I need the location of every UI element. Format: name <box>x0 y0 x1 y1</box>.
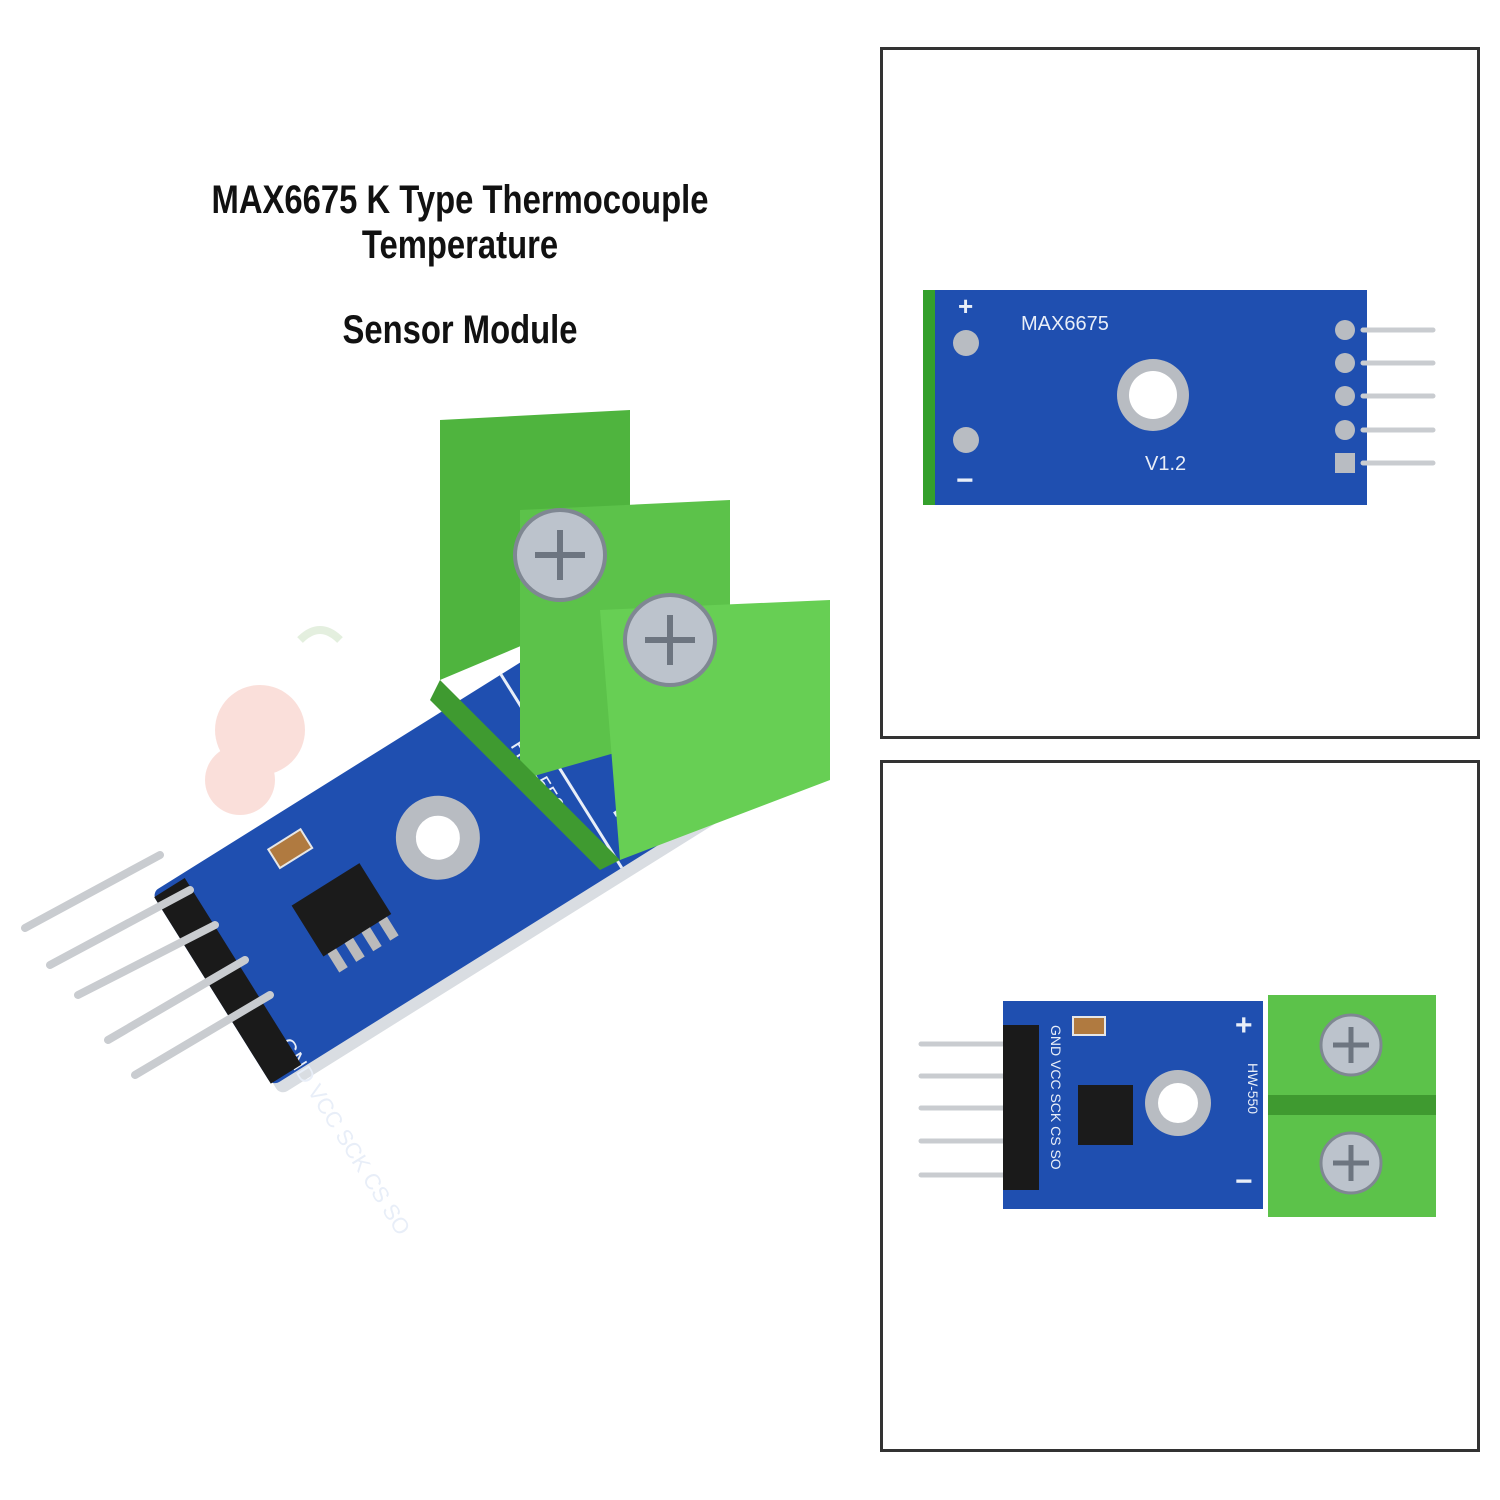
top-pcb-label: HW-550 <box>1245 1063 1261 1114</box>
top-terminal-block <box>1268 995 1436 1217</box>
back-plus-sign: + <box>958 291 973 321</box>
main-terminal-block <box>430 410 830 870</box>
main-header-pins <box>21 851 274 1079</box>
back-header-pads <box>1335 320 1355 473</box>
watermark-logo <box>205 626 343 815</box>
main-module-image: GND VCC SCK CS SO HW-550 + − <box>21 410 830 1239</box>
product-title-line-1: MAX6675 K Type Thermocouple Temperature <box>211 178 709 267</box>
top-header-pins <box>918 1041 1011 1178</box>
back-minus-sign: − <box>956 464 974 497</box>
product-title-line-2: Sensor Module <box>342 308 578 352</box>
top-view-frame: + − GND VCC SCK CS SO HW-550 <box>880 760 1480 1452</box>
top-pin-labels: GND VCC SCK CS SO <box>1048 1025 1064 1170</box>
top-minus-sign: − <box>1235 1165 1253 1198</box>
back-header-pins <box>1360 327 1436 466</box>
back-view-frame: + − MAX6675 V1.2 <box>880 47 1480 739</box>
back-view-image: + − MAX6675 V1.2 <box>923 290 1436 505</box>
back-chip-label: MAX6675 <box>1021 313 1109 335</box>
top-header <box>1003 1025 1039 1190</box>
back-version-label: V1.2 <box>1145 453 1186 475</box>
top-view-image: + − GND VCC SCK CS SO HW-550 <box>918 995 1436 1217</box>
top-plus-sign: + <box>1235 1009 1253 1042</box>
